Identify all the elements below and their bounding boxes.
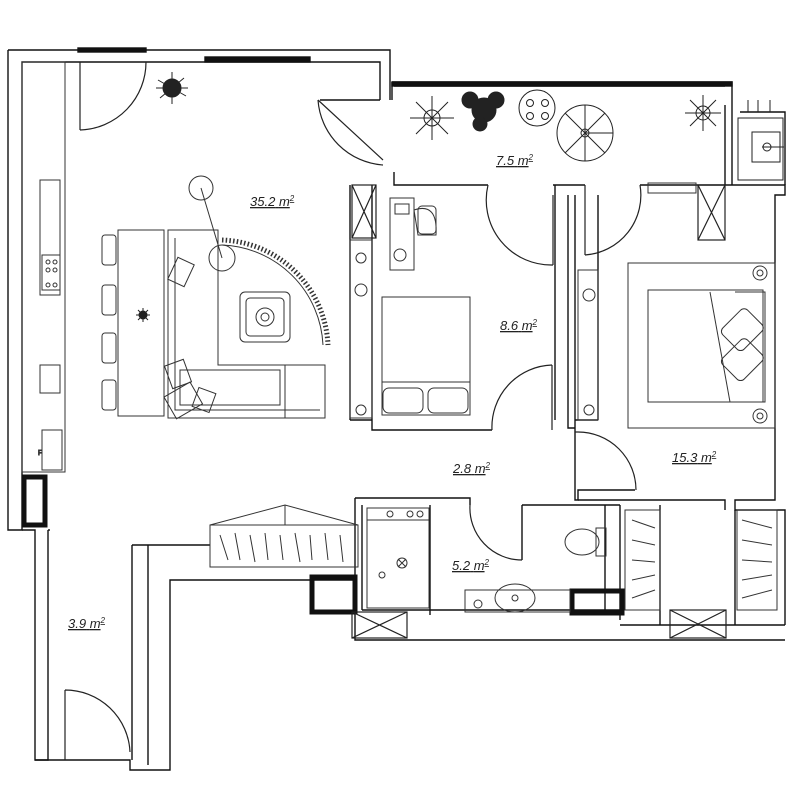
area-label-bedroom-small: 8.6 m2 bbox=[500, 318, 538, 333]
toilet bbox=[564, 527, 607, 557]
balcony-unit bbox=[737, 100, 784, 181]
area-label-bedroom-main: 15.3 m2 bbox=[672, 450, 717, 465]
small-bedroom-wardrobe bbox=[349, 239, 373, 419]
area-label-hallway: 2.8 m2 bbox=[452, 461, 491, 476]
main-bedroom-wardrobe bbox=[577, 269, 599, 421]
ventilation-shafts bbox=[351, 184, 727, 639]
area-label-bathroom: 5.2 m2 bbox=[452, 558, 490, 573]
plant-icon bbox=[136, 72, 188, 322]
shower bbox=[366, 507, 430, 609]
balcony-table bbox=[518, 89, 556, 127]
bedroom-closets bbox=[624, 509, 778, 611]
hall-wardrobe bbox=[209, 504, 359, 568]
svg-text:F: F bbox=[38, 450, 42, 457]
desk-with-chair bbox=[389, 197, 437, 271]
bar-table-with-stools bbox=[101, 229, 165, 417]
area-label-living: 35.2 m2 bbox=[250, 194, 295, 209]
balcony-plants bbox=[410, 91, 721, 140]
structural-columns bbox=[21, 474, 625, 616]
washbasin bbox=[464, 583, 571, 613]
sofa bbox=[163, 229, 326, 420]
walls bbox=[7, 47, 786, 771]
area-labels: 35.2 m2 7.5 m2 8.6 m2 2.8 m2 15.3 m2 5.2… bbox=[68, 153, 717, 631]
single-bed bbox=[381, 296, 471, 416]
double-bed bbox=[627, 262, 776, 429]
area-label-balcony: 7.5 m2 bbox=[496, 153, 534, 168]
kitchen-counter: F bbox=[21, 61, 66, 473]
spiral-staircase bbox=[556, 104, 614, 162]
area-label-entrance: 3.9 m2 bbox=[68, 616, 106, 631]
doors bbox=[64, 61, 642, 760]
floor-lamp bbox=[188, 175, 236, 272]
bedroom-radiator bbox=[647, 182, 697, 194]
round-rug bbox=[221, 237, 331, 346]
